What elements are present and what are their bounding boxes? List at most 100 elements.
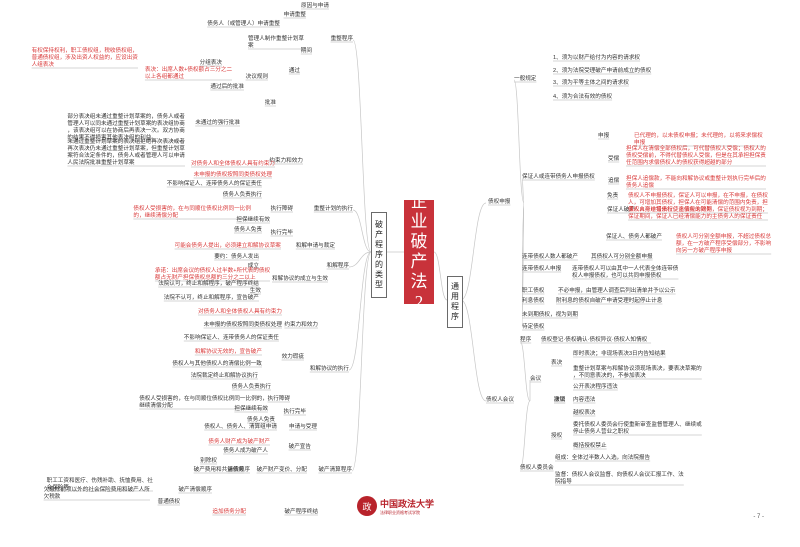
branch-bankruptcy-types: 破 产 程 序 的 类 型 <box>371 212 387 298</box>
right-node-label: 3、须为平等主体之间的请求权 <box>553 78 629 86</box>
left-node-label: 担保继续有效 <box>236 215 270 223</box>
left-node-label: 债务人负责执行 <box>232 382 272 390</box>
right-node-label: 组成：全体过半数人入选，向法院报告 <box>555 453 651 461</box>
connector-line <box>348 251 372 268</box>
left-node-label: 管理人制作重整计划草案 <box>248 34 304 49</box>
branch-char: 类 <box>375 270 383 279</box>
left-node-label: 部分表决组未通过重整计划草案的，债务人或者管理人可以同未通过重整计划草案的表决组… <box>67 112 185 141</box>
right-node-label: 保证人破产 <box>607 205 635 213</box>
right-node-label: 连带债权人可以由其中一人代表全体连带债权人申报债权，也可以共同申报债权 <box>572 264 679 279</box>
connector-line <box>460 202 487 301</box>
left-node-label: 追加债务分配 <box>212 507 246 515</box>
left-node-label: 通过 <box>289 66 301 74</box>
left-node-label: 和解申请与裁定 <box>296 241 336 249</box>
left-node-label: 未申报的债权按照同类债权处理 <box>194 170 273 178</box>
left-node-label: 约束力和效力 <box>269 156 303 164</box>
left-node-label: 和解协议的执行 <box>310 364 350 372</box>
left-node-label: 分组表决 <box>200 58 223 66</box>
left-node-label: 表决：出席人数+债权额占三分之二以上各组都通过 <box>145 65 233 80</box>
left-node-label: 原因与申请 <box>301 1 329 9</box>
left-node-label: 债务人免责 <box>234 225 262 233</box>
core-char: 破 <box>410 232 428 251</box>
right-node-label: 保证人、债务人都破产 <box>606 232 662 240</box>
right-node-label: 一般规定 <box>514 74 537 82</box>
left-node-label: 债务人免责 <box>247 415 275 423</box>
branch-char: 通 <box>451 282 459 291</box>
left-node-label: 和解协议的成立与生效 <box>272 274 328 282</box>
connector-line <box>348 251 372 371</box>
left-node-label: 债权人、债务人、清算组申请 <box>204 422 277 430</box>
right-node-label: 授权 <box>551 431 563 439</box>
left-node-label: 破产费用和共益债务 <box>194 465 245 473</box>
right-node-label: 决议 <box>554 395 566 403</box>
left-node-label: 执行障碍 <box>271 204 294 212</box>
left-node-label: 不影响保证人、连带债务人的保证责任 <box>167 179 263 187</box>
left-node-label: 破产宣告 <box>289 442 312 450</box>
right-node-label: 撤销 <box>554 395 566 403</box>
branch-char: 的 <box>375 260 383 269</box>
right-node-label: 公开表决程序违法 <box>573 382 618 390</box>
left-node-label: 未通过重整计划草案的表决组拒绝再次表决或者再次表决仍未通过重整计划草案，但重整计… <box>67 137 185 166</box>
right-node-label: 程序 <box>520 335 532 343</box>
university-logo: 政 中国政法大学 法律职业资格考试学院 <box>357 496 434 516</box>
right-node-label: 重整计划草案与和解协议须现场表决，要表决草案的，不同意表决的，不参加表决 <box>573 364 702 379</box>
right-node-label: 已代理的，以未债权申报；未代理的，以将来求偿权申报 <box>634 131 763 146</box>
left-node-label: 执行完毕 <box>284 407 307 415</box>
left-node-label: 约束力和效力 <box>284 320 318 328</box>
left-node-label: 破产程序终结 <box>284 507 318 515</box>
left-node-label: 期间 <box>301 46 313 54</box>
left-node-label: 债权人受损害的，在与同顺位债权比例同一比例的，继续清偿分配 <box>133 204 251 219</box>
branch-char: 产 <box>375 230 383 239</box>
left-node-label: 破产清偿顺序 <box>178 485 212 493</box>
left-node-label: 要约：债务人发出 <box>214 252 259 260</box>
left-node-label: 批准 <box>265 98 277 106</box>
left-node-label: 通过后的批准 <box>210 82 244 90</box>
branch-general-procedure: 通 用 程 序 <box>447 276 463 328</box>
left-node-label: 破产清算程序 <box>318 465 352 473</box>
core-char: 业 <box>410 212 428 231</box>
right-node-label: 债权人委员会 <box>520 463 554 471</box>
left-node-label: 执行完毕 <box>271 228 294 236</box>
core-char: 企 <box>410 192 428 211</box>
right-node-label: 债权登记·债权确认·债权异议·债权人知情权 <box>541 335 648 343</box>
node-labels: 原因与申请申请重整债务人（或管理人）申请重整管理人制作重整计划草案期间有权保持权… <box>32 1 772 515</box>
left-node-label: 和解程序 <box>327 261 350 269</box>
left-node-label: 债务人（或管理人）申请重整 <box>207 19 280 27</box>
branch-char: 程 <box>451 302 459 311</box>
right-node-label: 越权表决 <box>573 408 596 416</box>
seal-icon: 政 <box>357 496 377 516</box>
core-char: 法 <box>410 272 428 291</box>
left-node-label: 重整计划的执行 <box>314 204 354 212</box>
logo-name: 中国政法大学 <box>380 498 435 509</box>
left-node-label: 债务人成为破产人 <box>223 446 268 454</box>
right-node-label: 连带债权人申报 <box>522 264 562 272</box>
right-node-label: 债权人不申报债权，保证人可以申报，在不申报，在债权人，可增加其债权，担保人在可能… <box>628 191 768 213</box>
right-node-label: 债权人可申报债权，主债务未到期，保证债权视为到期；保证期间，保证人已经清偿能力的… <box>628 205 768 220</box>
left-node-label: 清偿顺序 <box>228 465 251 473</box>
left-node-label: 成立 <box>248 261 260 269</box>
left-node-label: 债权人与其他债权人的清偿比例一致 <box>172 359 262 367</box>
left-node-label: 对债务人和全体债权人具有约束力 <box>191 159 275 167</box>
left-node-label: 效力瑕疵 <box>282 352 305 360</box>
left-node-label: 决议规则 <box>246 72 269 80</box>
right-node-label: 表决 <box>551 358 563 366</box>
page-number: - 7 - <box>753 514 764 520</box>
branch-char: 用 <box>451 292 459 301</box>
left-node-label: 欠缴除前项以外的社会保险费用和破产人所欠税款 <box>44 485 151 500</box>
logo-subtitle: 法律职业资格考试学院 <box>380 509 420 515</box>
left-node-label: 申请重整 <box>284 10 307 18</box>
left-node-label: 未申报的债权按照同类债权处理 <box>204 320 283 328</box>
right-node-label: 利息债权 <box>522 296 545 304</box>
right-node-label: 免责 <box>607 191 619 199</box>
left-node-label: 生效 <box>250 286 262 294</box>
right-node-label: 连带债权人数人都破产 <box>522 252 578 260</box>
connector-line <box>521 202 525 329</box>
right-node-label: 职工债权 <box>522 286 545 294</box>
left-node-label: 法院裁定终止和解协议执行 <box>191 371 259 379</box>
connector-line <box>351 251 372 472</box>
connector-line <box>513 79 525 204</box>
right-node-label: 债权申报 <box>488 197 511 205</box>
right-node-label: 担保人在清偿全部债权后，可代替债权人受偿；债权人的债权受偿前，不得代替债权人受偿… <box>626 144 766 166</box>
core-char: 产 <box>410 252 428 271</box>
right-node-label: 不必申报，由管理人调查后列出清单并予以公示 <box>558 286 676 294</box>
